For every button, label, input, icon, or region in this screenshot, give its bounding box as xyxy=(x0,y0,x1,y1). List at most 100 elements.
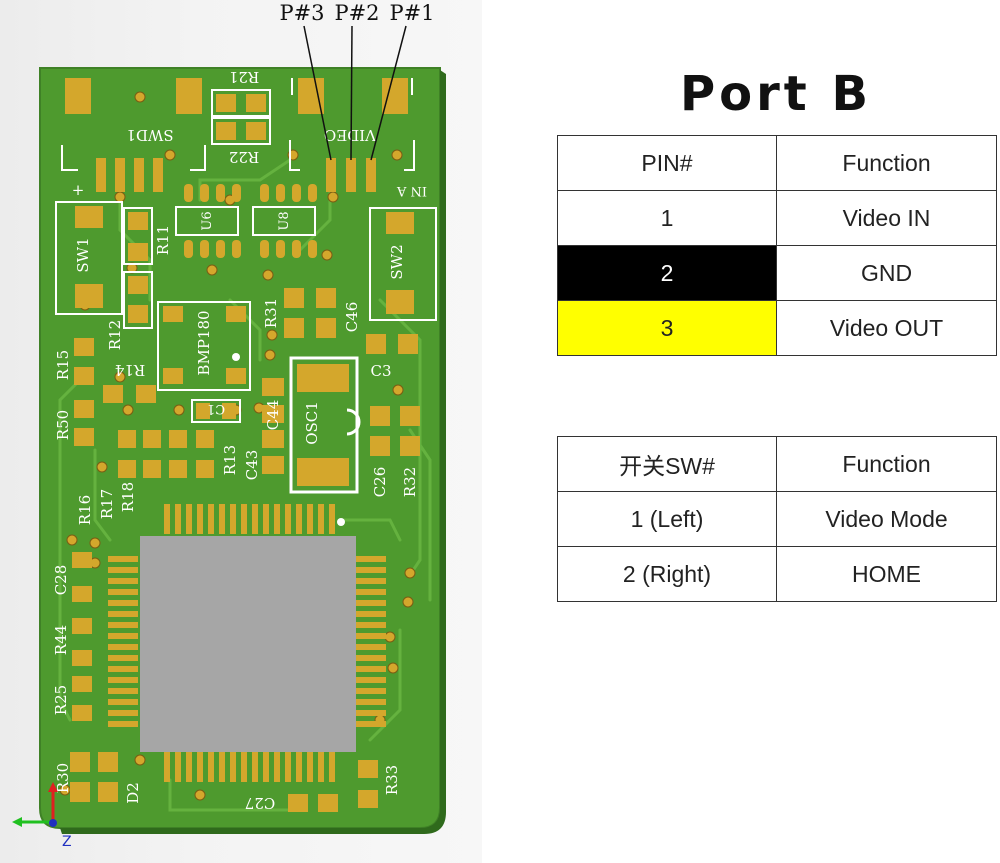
mcu-pin xyxy=(356,677,386,683)
port-header-function: Function xyxy=(776,135,997,191)
silk-sw2: SW2 xyxy=(388,244,406,279)
mcu-pin xyxy=(108,688,138,694)
probe-label-p2: P#2 xyxy=(334,1,379,25)
silk-r32: R32 xyxy=(401,467,419,497)
mcu-chip xyxy=(140,536,356,752)
mcu-pin xyxy=(263,752,269,782)
mcu-pin xyxy=(175,504,181,534)
r11-r12-outlines xyxy=(123,207,153,329)
mcu-pin xyxy=(230,752,236,782)
mcu-pin xyxy=(186,504,192,534)
mcu-pin xyxy=(108,622,138,628)
port-table-row-1: 1 Video IN xyxy=(557,190,997,246)
c1-outline xyxy=(191,399,241,423)
osc1-footprint: OSC1 xyxy=(289,356,361,494)
mcu-pin xyxy=(296,752,302,782)
r31-c46-footprints xyxy=(284,288,336,338)
mcu-pins xyxy=(108,504,386,782)
left-lower-footprints xyxy=(72,552,92,721)
mcu-pin xyxy=(356,699,386,705)
port-header-pin: PIN# xyxy=(557,135,777,191)
silk-sw1: SW1 xyxy=(74,237,92,272)
mcu-pin xyxy=(230,504,236,534)
mcu-pin xyxy=(296,504,302,534)
mcu-pin1-dot xyxy=(337,518,345,526)
c3-pad-left xyxy=(366,334,386,354)
silk-c28: C28 xyxy=(52,565,70,596)
port-pin-cell-out: 3 xyxy=(557,300,777,356)
mcu-pin xyxy=(252,504,258,534)
mcu-pin xyxy=(356,644,386,650)
silk-in-a: IN A xyxy=(396,183,427,198)
mcu-pin xyxy=(108,578,138,584)
probe-lines xyxy=(303,25,407,161)
mcu-pin xyxy=(164,752,170,782)
mcu-pin xyxy=(318,752,324,782)
c1-pad-right xyxy=(222,403,236,419)
mcu-pin xyxy=(356,611,386,617)
port-function-cell: Video IN xyxy=(776,190,997,246)
silk-r16: R16 xyxy=(76,495,94,525)
mcu-pin xyxy=(356,567,386,573)
mcu-pin xyxy=(108,710,138,716)
silk-r44: R44 xyxy=(52,625,70,655)
silk-u6: U6 xyxy=(200,211,215,230)
switch-header-sw: 开关SW# xyxy=(557,436,777,492)
switch-table-header-row: 开关SW# Function xyxy=(557,436,997,492)
mcu-pin xyxy=(108,556,138,562)
mcu-pin xyxy=(329,504,335,534)
port-table-row-3: 3 Video OUT xyxy=(557,300,997,356)
silk-r11: R11 xyxy=(154,225,172,255)
silk-r30: R30 xyxy=(54,763,72,793)
silk-c1: C1 xyxy=(207,401,225,416)
silk-plus: + xyxy=(72,181,85,199)
u6-u8-footprints: U6 U8 xyxy=(175,184,317,258)
sw2-footprint: SW2 IN A xyxy=(369,183,437,321)
mcu-pin xyxy=(263,504,269,534)
silk-r21: R21 xyxy=(229,68,259,86)
port-pin-table: PIN# Function 1 Video IN 2 GND 3 Video O… xyxy=(557,135,997,356)
axis-triad: Z xyxy=(12,782,72,850)
silk-r25: R25 xyxy=(52,685,70,715)
silk-c3: C3 xyxy=(370,362,391,380)
port-pin-cell-gnd: 2 xyxy=(557,245,777,301)
port-function-cell: GND xyxy=(776,245,997,301)
port-table-row-2: 2 GND xyxy=(557,245,997,301)
c1-pad-left xyxy=(196,403,210,419)
mcu-pin xyxy=(356,721,386,727)
mcu-pin xyxy=(108,666,138,672)
mcu-pin xyxy=(318,504,324,534)
mcu-pin xyxy=(108,699,138,705)
mcu-pin xyxy=(208,752,214,782)
mcu-pin xyxy=(175,752,181,782)
mcu-pin xyxy=(108,567,138,573)
switch-table-row-1: 1 (Left) Video Mode xyxy=(557,491,997,547)
mcu-pin xyxy=(329,752,335,782)
mcu-pin xyxy=(241,504,247,534)
port-table-header-row: PIN# Function xyxy=(557,135,997,191)
left-resistors xyxy=(74,338,156,446)
silk-swd1: SWD1 xyxy=(126,126,173,144)
silk-r50: R50 xyxy=(54,410,72,440)
mcu-pin xyxy=(356,666,386,672)
mcu-pin xyxy=(356,688,386,694)
mcu-pin xyxy=(108,655,138,661)
silk-bmp180: BMP180 xyxy=(195,310,213,375)
pcb-board-diagram: SWD1 R21 R22 VIDEO P#3 P#2 P#1 xyxy=(12,1,446,850)
mcu-pin xyxy=(307,752,313,782)
mcu-pin xyxy=(356,600,386,606)
axis-label-z: Z xyxy=(62,834,72,850)
silk-r33: R33 xyxy=(383,765,401,795)
mcu-pin xyxy=(108,611,138,617)
mcu-pin xyxy=(285,504,291,534)
mcu-pin xyxy=(307,504,313,534)
mcu-pin xyxy=(274,504,280,534)
silk-r17: R17 xyxy=(98,489,116,519)
switch-sw-cell: 1 (Left) xyxy=(557,491,777,547)
c26-r32-footprints xyxy=(370,406,420,456)
silk-c26: C26 xyxy=(371,467,389,498)
r30-d2-footprints xyxy=(70,752,118,802)
mcu-pin xyxy=(197,504,203,534)
silk-d2: D2 xyxy=(124,782,142,804)
switch-table: 开关SW# Function 1 (Left) Video Mode 2 (Ri… xyxy=(557,436,997,602)
